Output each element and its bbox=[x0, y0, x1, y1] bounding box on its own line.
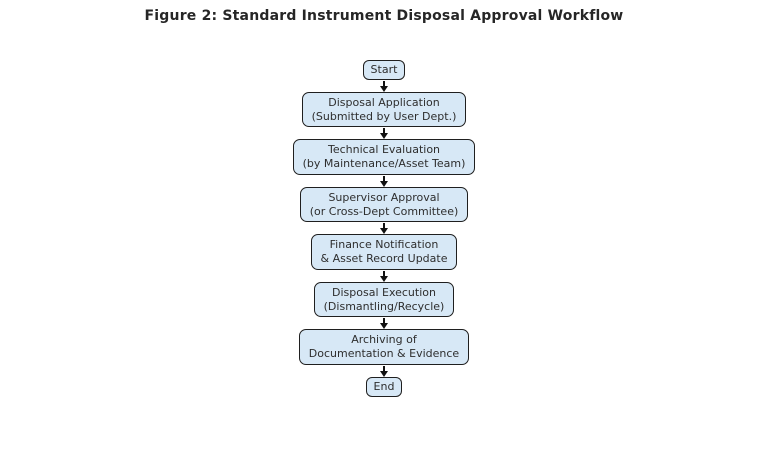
arrow-head bbox=[379, 180, 388, 187]
down-arrow-icon bbox=[379, 80, 388, 92]
arrow-stem bbox=[383, 175, 385, 181]
down-arrow-icon bbox=[379, 365, 388, 377]
flow-node-disposal-application: Disposal Application (Submitted by User … bbox=[301, 91, 467, 128]
down-arrow-icon bbox=[379, 175, 388, 187]
arrow-head bbox=[379, 85, 388, 92]
flow-node-end: End bbox=[365, 376, 403, 397]
down-arrow-icon bbox=[379, 317, 388, 330]
down-arrow-icon bbox=[379, 222, 388, 235]
arrow-head bbox=[379, 133, 388, 140]
arrow-stem bbox=[383, 80, 385, 86]
flowchart: Start Disposal Application (Submitted by… bbox=[292, 60, 476, 397]
down-arrow-icon bbox=[379, 270, 388, 282]
down-arrow-icon bbox=[379, 127, 388, 140]
arrow-head bbox=[379, 228, 388, 235]
flow-node-disposal-execution: Disposal Execution (Dismantling/Recycle) bbox=[313, 281, 455, 318]
arrow-head bbox=[379, 275, 388, 282]
arrow-head bbox=[379, 323, 388, 330]
flow-node-technical-evaluation: Technical Evaluation (by Maintenance/Ass… bbox=[292, 139, 476, 175]
arrow-stem bbox=[383, 365, 385, 371]
arrow-stem bbox=[383, 128, 385, 134]
arrow-stem bbox=[383, 270, 385, 276]
flow-node-finance-notification: Finance Notification & Asset Record Upda… bbox=[310, 234, 458, 270]
flow-node-archiving: Archiving of Documentation & Evidence bbox=[298, 329, 470, 365]
flow-node-start: Start bbox=[362, 60, 406, 80]
arrow-stem bbox=[383, 223, 385, 229]
arrow-stem bbox=[383, 318, 385, 324]
flow-node-supervisor-approval: Supervisor Approval (or Cross-Dept Commi… bbox=[299, 186, 469, 223]
figure-title: Figure 2: Standard Instrument Disposal A… bbox=[144, 8, 624, 24]
arrow-head bbox=[379, 370, 388, 377]
